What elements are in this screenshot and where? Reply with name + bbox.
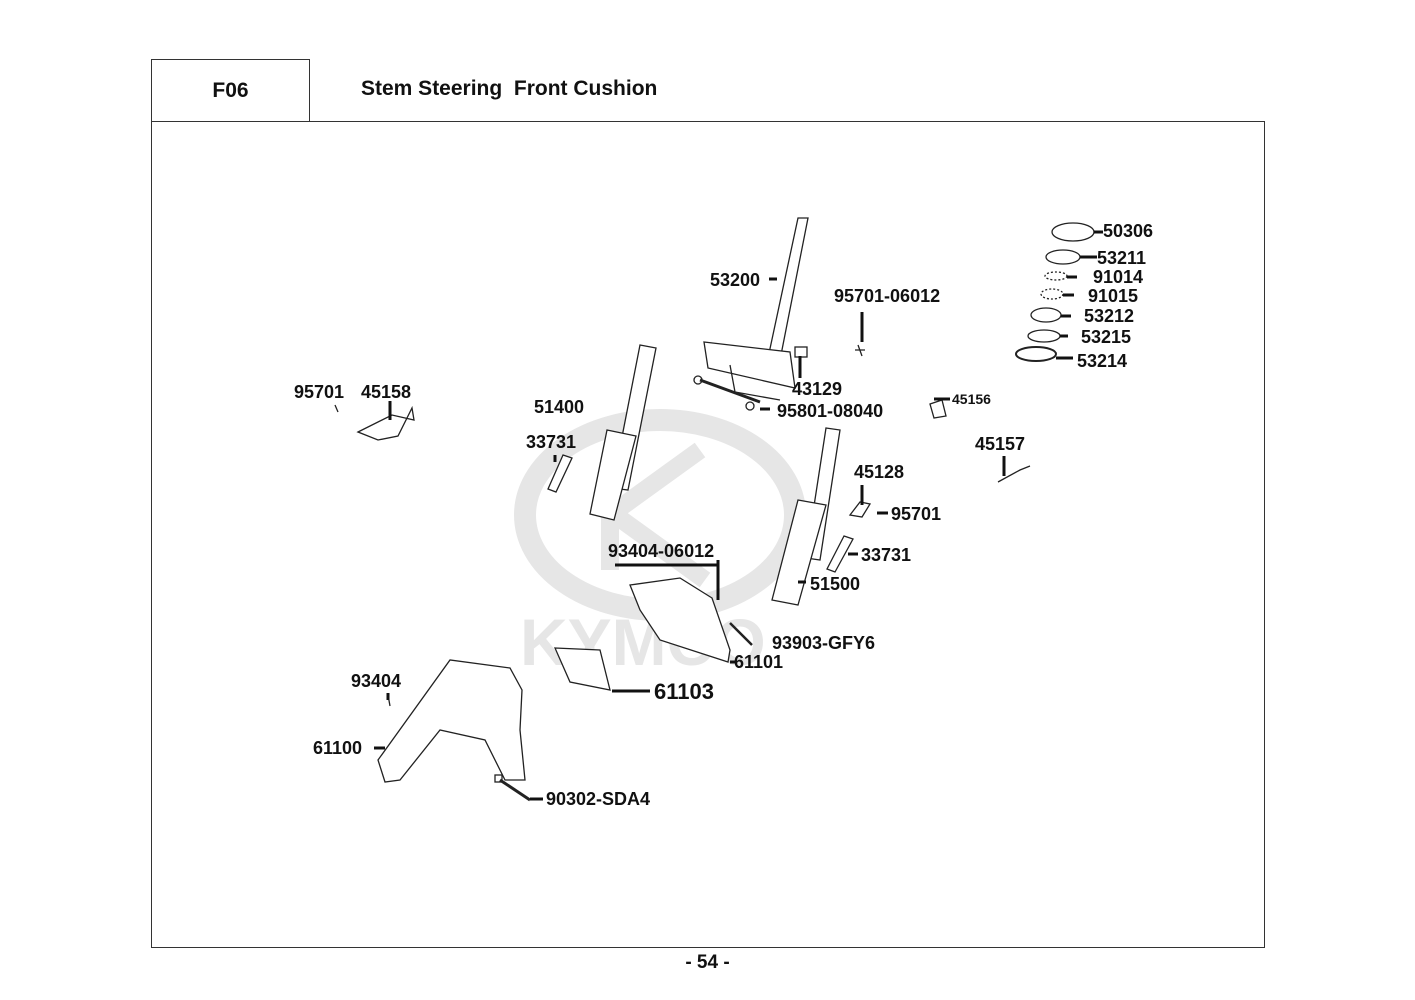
screw-part xyxy=(334,404,339,413)
part-label-50306: 50306 xyxy=(1103,221,1154,241)
bracket-part xyxy=(929,399,947,419)
diagram-frame xyxy=(151,121,1265,948)
part-label-91015: 91015 xyxy=(1088,286,1139,306)
part-label-53211: 53211 xyxy=(1097,248,1147,268)
bolt-part xyxy=(693,375,761,411)
bracket-part xyxy=(356,405,415,441)
part-label-93903-GFY6: 93903-GFY6 xyxy=(772,633,876,653)
part-label-45156: 45156 xyxy=(952,391,991,407)
part-label-53212: 53212 xyxy=(1084,306,1135,326)
page-number: - 54 - xyxy=(685,952,730,973)
part-label-45128: 45128 xyxy=(854,462,905,482)
screw-part xyxy=(729,622,753,646)
right-fork-part xyxy=(771,427,841,606)
leader-lines xyxy=(374,230,1103,801)
bracket-part xyxy=(848,501,872,518)
part-label-95701-06012: 95701-06012 xyxy=(834,286,941,306)
screw-part xyxy=(855,344,865,357)
part-label-51400: 51400 xyxy=(534,397,585,417)
part-label-33731: 33731 xyxy=(861,545,912,565)
kymco-watermark-text: KYMCO xyxy=(520,605,766,679)
part-label-95701: 95701 xyxy=(294,382,345,402)
part-label-51500: 51500 xyxy=(810,574,861,594)
part-label-43129: 43129 xyxy=(792,379,843,399)
clamp-part xyxy=(794,346,808,358)
part-label-93404: 93404 xyxy=(351,671,402,691)
nut-part xyxy=(499,778,531,802)
cable-guide-part xyxy=(997,465,1031,483)
part-label-53215: 53215 xyxy=(1081,327,1132,347)
part-label-53200: 53200 xyxy=(710,270,761,290)
part-label-61100: 61100 xyxy=(313,738,363,758)
page-title: Stem Steering Front Cushion xyxy=(361,77,658,100)
part-label-45157: 45157 xyxy=(975,434,1026,454)
part-label-53214: 53214 xyxy=(1077,351,1128,371)
left-fork-part xyxy=(589,344,657,521)
reflector-right-part xyxy=(826,535,854,573)
nut-part xyxy=(494,774,503,783)
steering-stem-part xyxy=(703,217,809,401)
part-label-95701: 95701 xyxy=(891,504,942,524)
reflector-left-part xyxy=(547,454,573,493)
front-fender-part xyxy=(377,659,526,783)
part-label-45158: 45158 xyxy=(361,382,412,402)
part-label-90302-SDA4: 90302-SDA4 xyxy=(546,789,651,809)
part-label-61103: 61103 xyxy=(654,679,714,704)
inner-fender-part xyxy=(629,577,731,663)
part-label-61101: 61101 xyxy=(734,652,784,672)
part-label-91014: 91014 xyxy=(1093,267,1144,287)
guard-part xyxy=(553,647,611,691)
part-label-95801-08040: 95801-08040 xyxy=(777,401,884,421)
part-label-93404-06012: 93404-06012 xyxy=(608,541,715,561)
section-code: F06 xyxy=(151,59,310,121)
part-label-33731: 33731 xyxy=(526,432,577,452)
